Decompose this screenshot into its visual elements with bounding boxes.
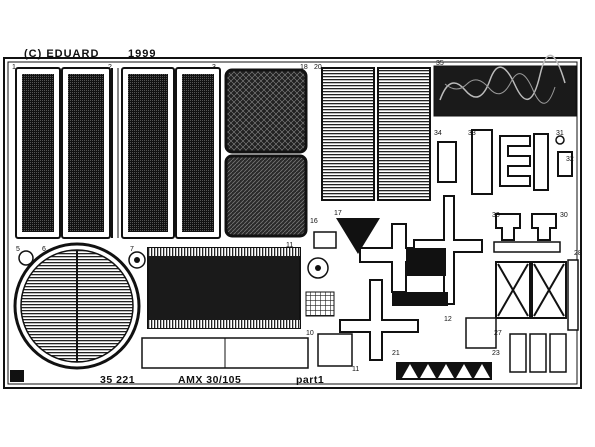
part-number: 34 [434, 130, 442, 137]
small-brackets [437, 129, 573, 195]
part-number: 3 [212, 64, 216, 71]
triangle-strip [396, 362, 492, 380]
toothed-plate [141, 247, 309, 369]
set-number-label: 35 221 [100, 374, 136, 386]
x-braced-panels [495, 259, 579, 331]
grille-panel-right [111, 67, 221, 239]
small-plates [465, 317, 567, 373]
round-grille [13, 242, 146, 370]
part-number: 33 [468, 130, 476, 137]
part-number: 30 [560, 212, 568, 219]
part-number: 11 [352, 366, 360, 373]
part-label: part1 [296, 374, 325, 386]
part-number: 21 [392, 350, 400, 357]
part-number: 23 [492, 350, 500, 357]
part-number: 11 [286, 242, 294, 249]
louver-panel [321, 67, 431, 201]
triangle-plate [336, 218, 380, 254]
part-number: 6 [42, 246, 46, 253]
part-number: 7 [130, 246, 134, 253]
part-number: 16 [310, 218, 318, 225]
part-number: 5 [16, 246, 20, 253]
part-number: 27 [494, 330, 502, 337]
part-number: 12 [444, 316, 452, 323]
small-fixtures [305, 231, 353, 367]
part-number: 20 [314, 64, 322, 71]
part-number: 2 [108, 64, 112, 71]
grille-panel-left [15, 67, 111, 239]
mesh-screen-top [224, 68, 308, 154]
cross-parts [339, 195, 483, 361]
part-number: 31 [556, 130, 564, 137]
hook-parts [493, 213, 561, 253]
copyright-label: (C) EDUARD [24, 48, 100, 60]
kit-name-label: AMX 30/105 [178, 374, 242, 386]
part-number: 32 [566, 156, 574, 163]
year-label: 1999 [128, 48, 157, 60]
track-strip [433, 54, 577, 117]
mesh-screen-bottom [224, 154, 308, 238]
small-tab [10, 370, 24, 382]
part-number: 18 [300, 64, 308, 71]
part-number: 17 [334, 210, 342, 217]
part-number: 1 [12, 64, 16, 71]
fret-frame [3, 57, 582, 389]
part-number: 35 [436, 60, 444, 67]
part-number: 28 [574, 250, 582, 257]
part-number: 10 [306, 330, 314, 337]
part-number: 30 [492, 212, 500, 219]
